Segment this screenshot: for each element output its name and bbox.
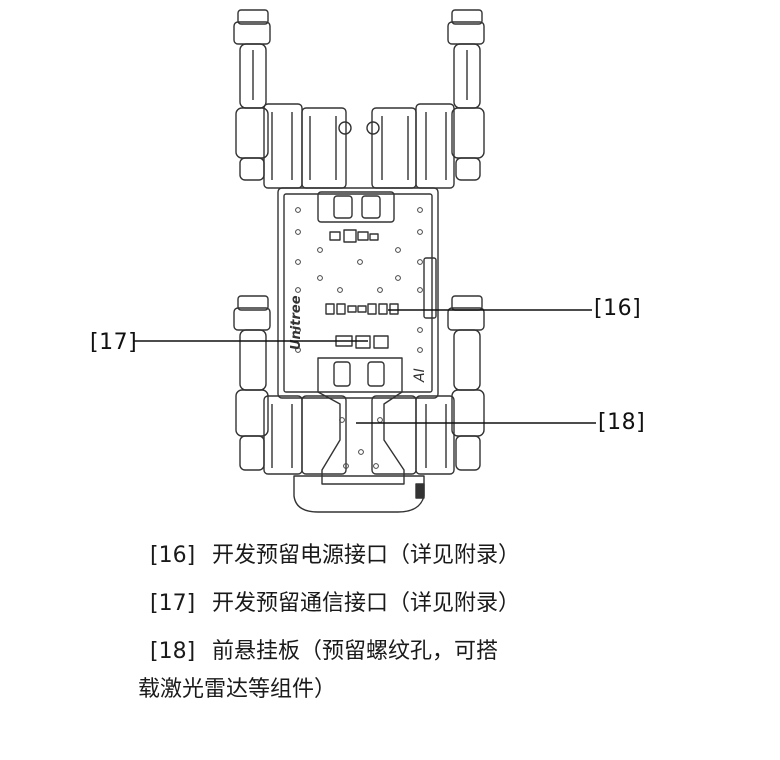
upper-left-leg xyxy=(233,9,271,181)
comm-port-row xyxy=(335,335,389,349)
lower-hip-motors xyxy=(263,395,455,475)
body-brand-mark: Unitree xyxy=(289,295,304,350)
legend-text: 前悬挂板（预留螺纹孔，可搭 xyxy=(212,639,499,664)
upper-right-leg xyxy=(447,9,485,181)
legend-item-16: [16] 开发预留电源接口（详见附录） xyxy=(150,542,520,570)
legend-item-17: [17] 开发预留通信接口（详见附录） xyxy=(150,590,520,618)
legend-item-18: [18] 前悬挂板（预留螺纹孔，可搭 载激光雷达等组件） xyxy=(138,638,499,704)
front-bumper xyxy=(293,475,425,513)
legend-number: [18] xyxy=(150,639,196,664)
callout-label-18: [18] xyxy=(598,410,646,435)
legend-number: [16] xyxy=(150,543,196,568)
port-cluster-top xyxy=(329,229,379,243)
main-body xyxy=(277,187,439,399)
legend-number: [17] xyxy=(150,591,196,616)
power-port-row xyxy=(325,303,399,315)
upper-hip-motors xyxy=(263,103,455,189)
legend-text: 开发预留电源接口（详见附录） xyxy=(212,543,521,568)
callout-label-17: [17] xyxy=(90,330,138,355)
legend-text-continued: 载激光雷达等组件） xyxy=(138,677,337,702)
body-model-mark: AI xyxy=(412,368,428,383)
robot-top-view-diagram: Unitree AI xyxy=(134,9,596,513)
legend-text: 开发预留通信接口（详见附录） xyxy=(212,591,521,616)
callout-label-16: [16] xyxy=(594,296,642,321)
front-suspension-plate xyxy=(317,357,405,485)
